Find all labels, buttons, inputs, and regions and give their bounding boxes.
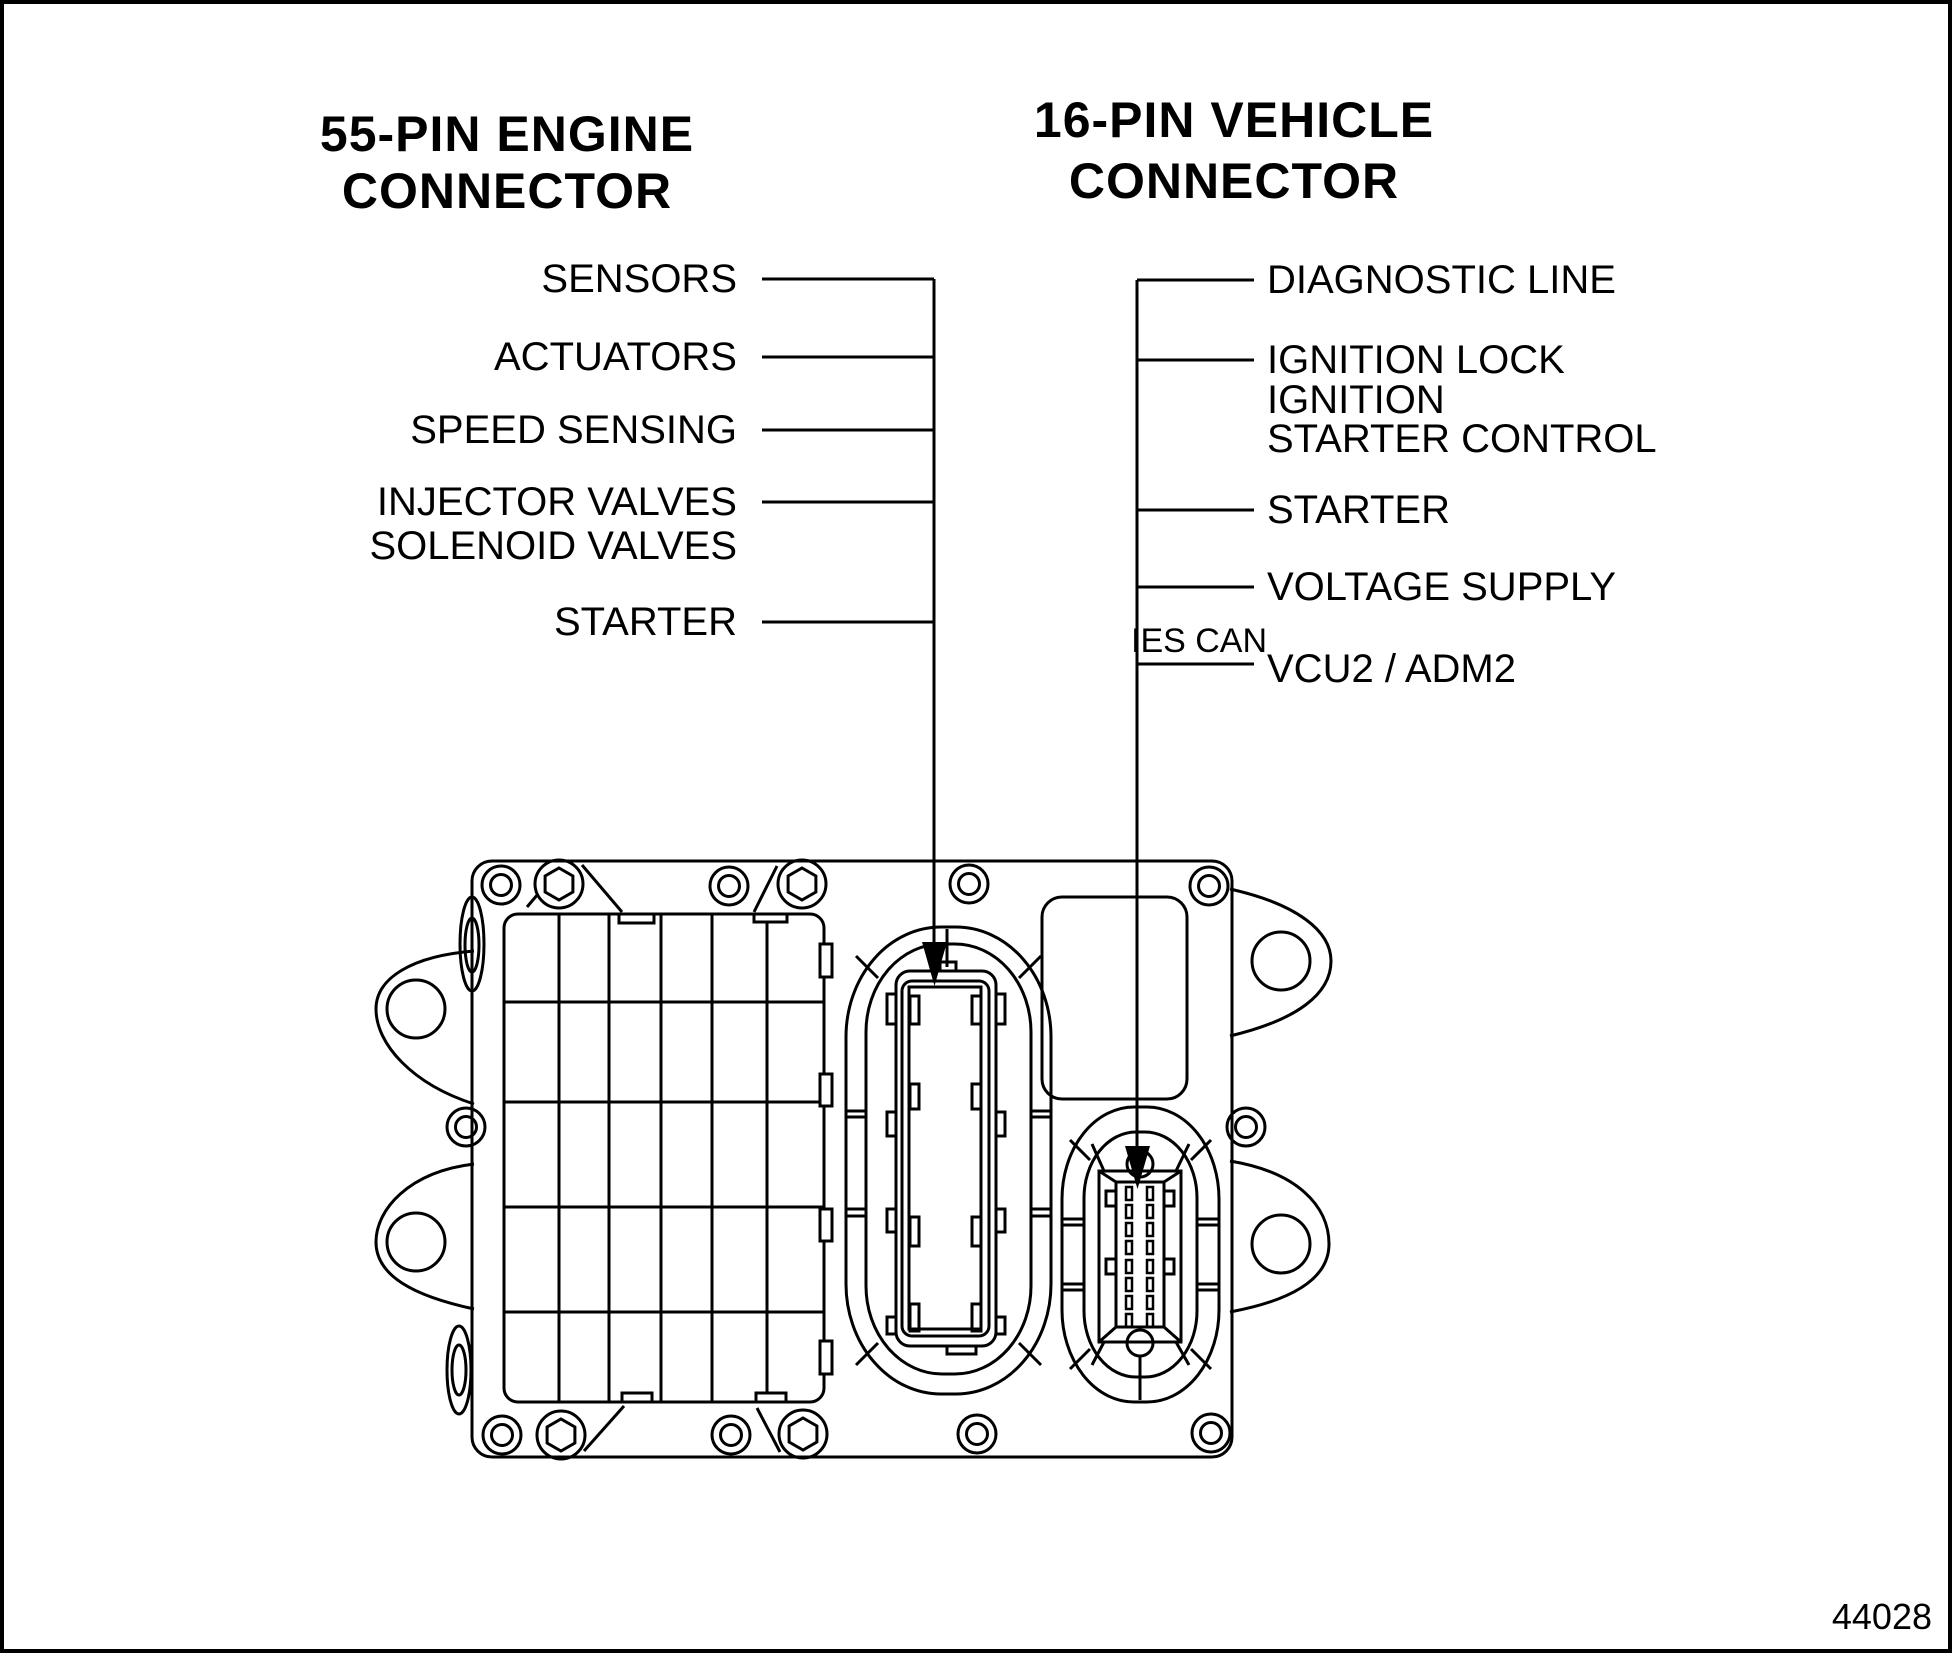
mid-edge-rings	[445, 1106, 1267, 1148]
label-sensors: SENSORS	[541, 257, 737, 301]
label-speed-sensing: SPEED SENSING	[410, 408, 737, 452]
label-starter-engine: STARTER	[554, 600, 737, 644]
engine-connector-arrow-icon	[922, 942, 947, 986]
ecu-diagram	[374, 277, 1333, 1461]
engine-connector-title-line1: 55-PIN ENGINE	[319, 106, 695, 162]
right-mounting-ears	[1229, 887, 1333, 1314]
label-ignition-lock: IGNITION LOCK	[1267, 338, 1565, 382]
cover-plate	[1040, 895, 1189, 1101]
engine-connector-55pin	[844, 925, 1053, 1396]
label-solenoid-valves: SOLENOID VALVES	[369, 524, 737, 568]
heatsink-grid	[502, 912, 834, 1404]
label-voltage-supply: VOLTAGE SUPPLY	[1267, 565, 1617, 609]
vehicle-connector-16pin	[1060, 1105, 1221, 1404]
vehicle-connector-title-line2: CONNECTOR	[1068, 153, 1400, 209]
vehicle-connector-arrow-icon	[1125, 1146, 1150, 1189]
figure-number: 44028	[1831, 1596, 1932, 1637]
bottom-rail-hardware	[481, 1405, 1232, 1461]
label-vcu2-adm2: VCU2 / ADM2	[1267, 647, 1516, 691]
label-ies-can: IES CAN	[1131, 622, 1268, 660]
label-injector-valves: INJECTOR VALVES	[376, 480, 737, 524]
label-starter-vehicle: STARTER	[1267, 488, 1450, 532]
left-mounting-ears	[374, 949, 475, 1311]
engine-connector-title-line2: CONNECTOR	[341, 163, 673, 219]
label-starter-control: STARTER CONTROL	[1267, 417, 1657, 461]
label-actuators: ACTUATORS	[494, 335, 737, 379]
label-diagnostic-line: DIAGNOSTIC LINE	[1267, 258, 1616, 302]
vehicle-connector-title-line1: 16-PIN VEHICLE	[1033, 92, 1435, 148]
ecu-body-outline	[470, 859, 1234, 1459]
label-ignition: IGNITION	[1267, 378, 1445, 422]
pointer-lines	[762, 277, 1254, 1154]
left-edge-slots	[445, 895, 486, 1416]
top-rail-hardware	[480, 858, 1230, 913]
